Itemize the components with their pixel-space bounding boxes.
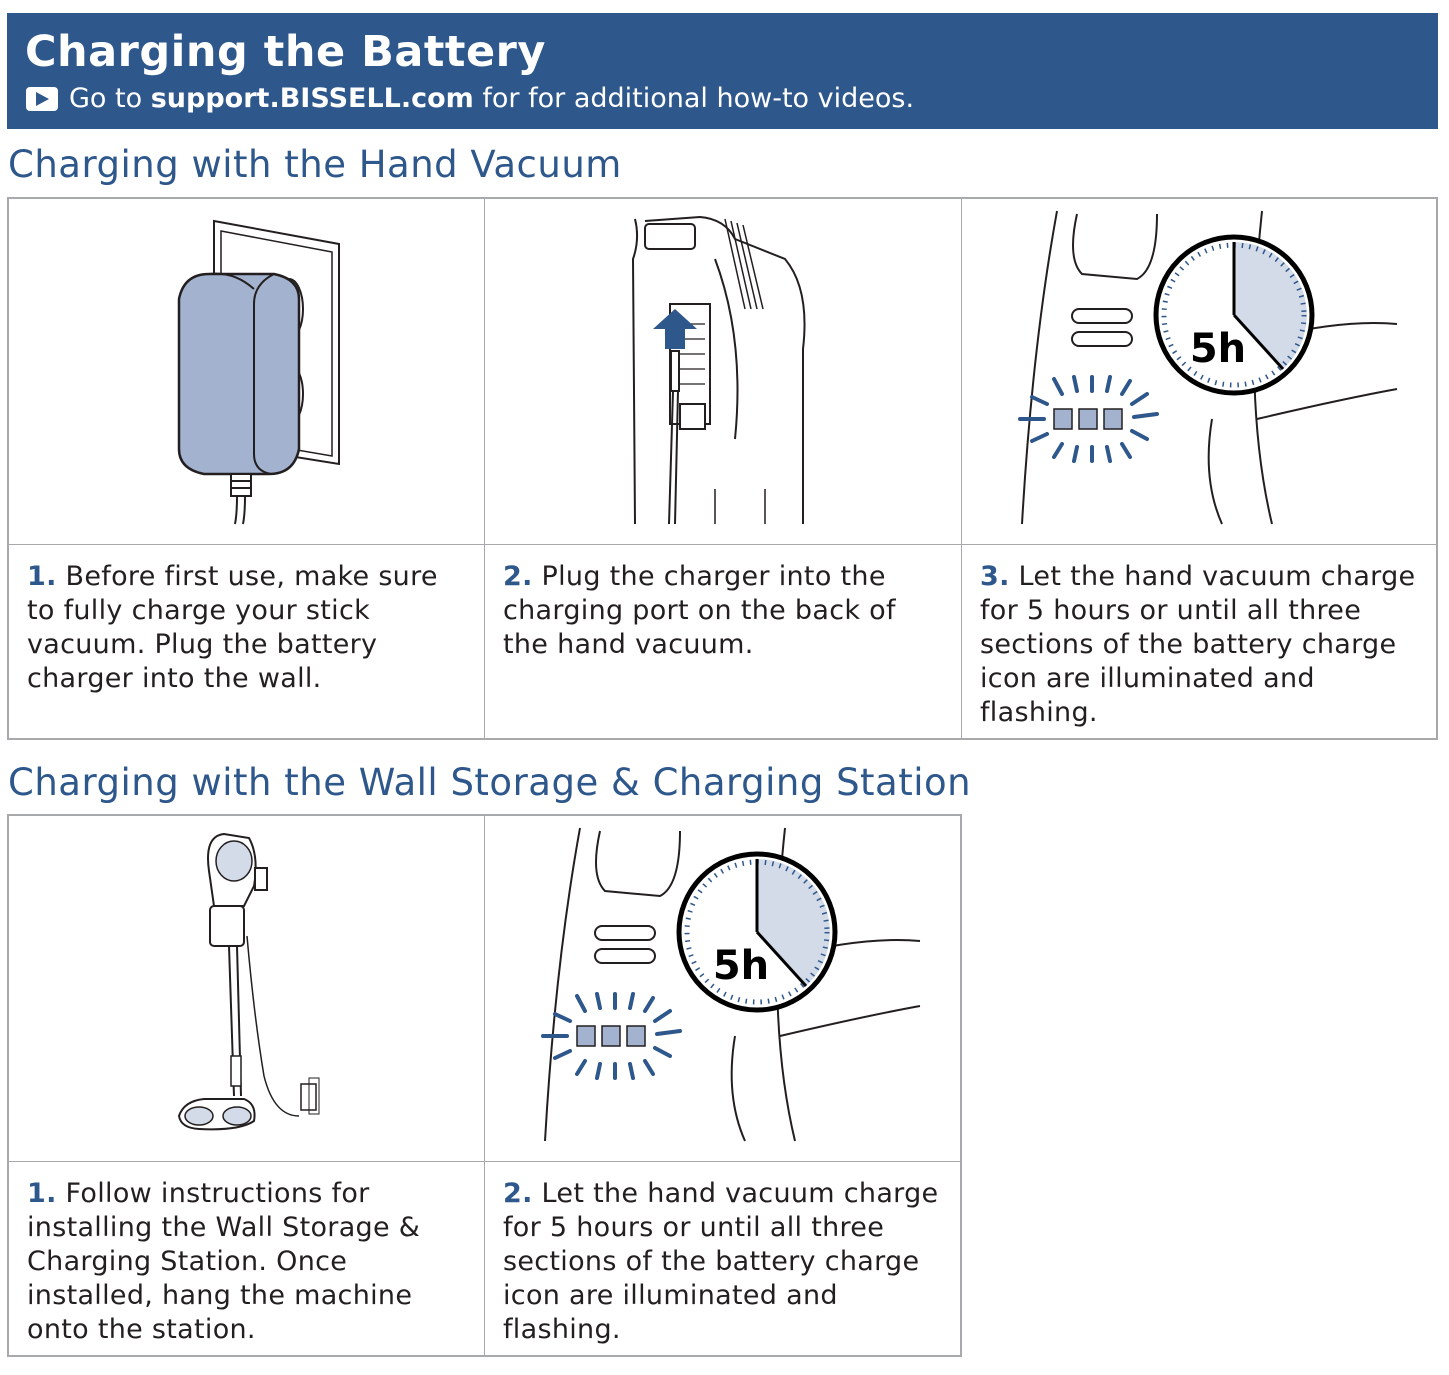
- charging-port-illustration: [631, 215, 806, 525]
- header-banner: Charging the Battery Go to support.BISSE…: [7, 13, 1438, 129]
- step2-cell: 2. Plug the charger into the charging po…: [484, 544, 962, 739]
- station-step1-text: Follow instructions for installing the W…: [27, 1178, 421, 1345]
- step2-illustration: [484, 198, 962, 545]
- wall-station-illustration: [177, 832, 320, 1131]
- wall-charger-illustration: [177, 219, 340, 525]
- wall-station-steps-grid: 5h 1. Follow instructions for installing…: [7, 814, 962, 1357]
- video-link-line: Go to support.BISSELL.com for for additi…: [25, 83, 914, 114]
- station-step1-illustration: [8, 815, 485, 1162]
- step1-text-block: 1. Before first use, make sure to fully …: [27, 560, 467, 696]
- step2-text: Plug the charger into the charging port …: [503, 561, 896, 660]
- section-hand-vacuum-title: Charging with the Hand Vacuum: [8, 143, 622, 186]
- step2-text-block: 2. Plug the charger into the charging po…: [503, 560, 943, 662]
- step1-cell: 1. Before first use, make sure to fully …: [8, 544, 485, 739]
- step1-number: 1.: [27, 561, 57, 592]
- step3-text-block: 3. Let the hand vacuum charge for 5 hour…: [980, 560, 1430, 730]
- station-step2-text: Let the hand vacuum charge for 5 hours o…: [503, 1178, 939, 1345]
- timer-label-2: 5h: [713, 943, 769, 989]
- step3-text: Let the hand vacuum charge for 5 hours o…: [980, 561, 1416, 728]
- step1-illustration: [8, 198, 485, 545]
- hand-vacuum-steps-grid: 5h 1. Before first use, make sure to ful…: [7, 197, 1438, 740]
- step1-text: Before first use, make sure to fully cha…: [27, 561, 438, 694]
- station-step2-illustration: 5h: [484, 815, 961, 1162]
- station-step2-cell: 2. Let the hand vacuum charge for 5 hour…: [484, 1161, 961, 1356]
- timer-label: 5h: [1190, 326, 1246, 372]
- page-title: Charging the Battery: [25, 27, 546, 77]
- step3-illustration: 5h: [961, 198, 1437, 545]
- station-step2-number: 2.: [503, 1178, 533, 1209]
- play-video-icon: [26, 86, 58, 111]
- station-step1-text-block: 1. Follow instructions for installing th…: [27, 1177, 427, 1347]
- station-step1-number: 1.: [27, 1178, 57, 1209]
- section-wall-station-title: Charging with the Wall Storage & Chargin…: [8, 761, 972, 804]
- video-link-suffix: for for additional how-to videos.: [482, 83, 915, 114]
- battery-indicator-illustration: 5h: [1018, 210, 1398, 525]
- station-step1-cell: 1. Follow instructions for installing th…: [8, 1161, 485, 1356]
- video-link-prefix: Go to: [69, 83, 143, 114]
- station-battery-indicator-illustration: 5h: [541, 827, 921, 1142]
- step2-number: 2.: [503, 561, 533, 592]
- support-link[interactable]: support.BISSELL.com: [150, 83, 474, 114]
- step3-number: 3.: [980, 561, 1010, 592]
- station-step2-text-block: 2. Let the hand vacuum charge for 5 hour…: [503, 1177, 953, 1347]
- step3-cell: 3. Let the hand vacuum charge for 5 hour…: [961, 544, 1437, 739]
